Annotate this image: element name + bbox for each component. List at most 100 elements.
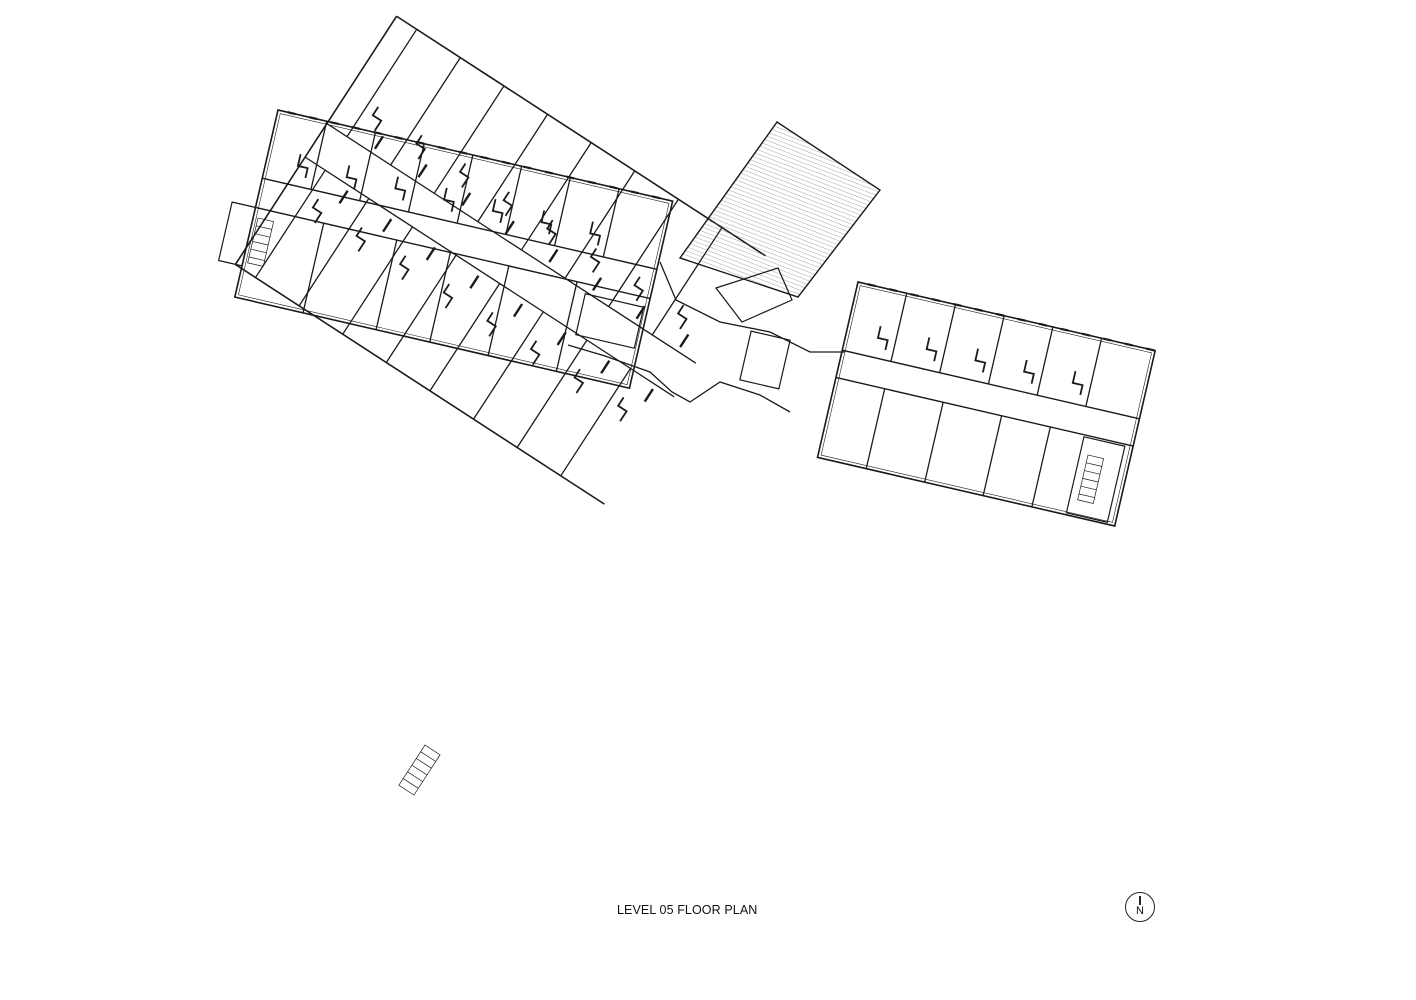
window-mullion — [1017, 317, 1026, 322]
unit-party-wall — [477, 113, 549, 222]
unit-wardrobe — [338, 190, 349, 204]
central-atrium-skylight — [678, 121, 882, 298]
window-mullion — [287, 111, 296, 116]
unit-wardrobe — [548, 248, 559, 263]
unit-bathroom — [589, 221, 602, 246]
unit-bathroom — [589, 247, 601, 273]
window-mullion — [1124, 342, 1134, 347]
drawing-caption: LEVEL 05 FLOOR PLAN — [617, 903, 758, 917]
unit-party-wall — [553, 177, 571, 246]
hub-elevator-core — [739, 330, 791, 390]
unit-party-wall — [939, 304, 957, 373]
window-mullion — [1060, 327, 1069, 332]
unit-bathroom — [442, 283, 454, 309]
unit-bathroom — [486, 311, 497, 337]
central-hub — [567, 121, 882, 413]
unit-party-wall — [310, 121, 328, 190]
unit-bathroom — [502, 191, 514, 217]
hub-corridor-outline — [659, 261, 845, 353]
unit-wardrobe — [512, 303, 524, 318]
unit-party-wall — [505, 166, 523, 235]
unit-bathroom — [529, 340, 541, 366]
unit-bathroom — [355, 226, 367, 252]
unit-party-wall — [890, 293, 908, 362]
window-mullion — [587, 180, 596, 185]
hub-corridor-outline-south — [567, 344, 791, 413]
unit-party-wall — [390, 57, 461, 166]
unit-party-wall — [342, 226, 413, 335]
unit-bathroom — [876, 326, 889, 351]
window-mullion — [931, 298, 941, 302]
unit-party-wall — [254, 169, 326, 278]
unit-bathroom — [676, 304, 688, 330]
unit-bathroom — [296, 154, 309, 179]
unit-bathroom — [616, 396, 628, 422]
window-mullion — [974, 307, 983, 312]
window-mullion — [308, 116, 318, 121]
window-mullion — [910, 293, 919, 298]
unit-wardrobe — [469, 275, 480, 289]
window-mullion — [437, 145, 446, 150]
unit-party-wall — [564, 170, 636, 279]
window-mullion — [373, 130, 382, 135]
window-mullion — [1103, 337, 1112, 342]
unit-party-wall — [359, 132, 377, 201]
unit-party-wall — [924, 402, 944, 483]
unit-wardrobe — [425, 246, 436, 261]
window-mullion — [480, 155, 489, 160]
unit-party-wall — [865, 388, 886, 469]
stair-south — [398, 744, 441, 796]
stair-northwest — [247, 217, 275, 267]
unit-wardrobe — [556, 331, 567, 346]
unit-bathroom — [974, 348, 987, 373]
unit-wardrobe — [591, 277, 603, 292]
unit-bathroom — [371, 106, 383, 132]
unit-wardrobe — [504, 220, 515, 235]
window-mullion — [566, 175, 575, 180]
unit-party-wall — [473, 311, 544, 420]
unit-bathroom — [1071, 371, 1084, 396]
unit-party-wall — [375, 239, 398, 330]
unit-party-wall — [1085, 338, 1103, 407]
unit-bathroom — [311, 198, 323, 224]
window-mullion — [953, 302, 962, 307]
unit-party-wall — [302, 223, 325, 313]
unit-party-wall — [1031, 426, 1051, 508]
unit-party-wall — [429, 283, 501, 392]
hub-service-room — [575, 293, 645, 349]
stair-northeast — [1077, 454, 1105, 504]
unit-party-wall — [346, 28, 418, 138]
unit-party-wall — [987, 315, 1005, 385]
unit-bathroom — [398, 255, 410, 281]
window-mullion — [996, 312, 1005, 317]
unit-wardrobe — [679, 333, 690, 348]
window-mullion — [630, 190, 639, 195]
unit-bathroom — [443, 187, 455, 212]
north-arrow-pointer — [1139, 896, 1141, 905]
unit-bathroom — [1023, 359, 1035, 384]
unit-wardrobe — [643, 388, 654, 403]
unit-bathroom — [925, 337, 938, 362]
south-wing — [234, 15, 767, 505]
north-arrow-icon: N — [1125, 892, 1155, 922]
stair-symbols — [247, 217, 1105, 796]
south-wing-units — [254, 28, 723, 477]
window-mullion — [544, 170, 554, 175]
central-stair — [715, 267, 793, 323]
unit-party-wall — [487, 265, 510, 356]
unit-bathroom — [546, 219, 557, 245]
south-wing-outline — [234, 15, 767, 505]
unit-bathroom — [394, 176, 407, 201]
unit-bathroom — [573, 368, 585, 394]
northeast-wing-outline — [816, 281, 1157, 527]
unit-party-wall — [520, 142, 592, 251]
unit-party-wall — [385, 254, 457, 363]
unit-bathroom — [345, 165, 358, 190]
unit-party-wall — [560, 368, 632, 477]
unit-bathroom — [633, 276, 645, 302]
north-arrow-label: N — [1136, 905, 1144, 917]
window-mullion — [1146, 347, 1155, 352]
unit-bathroom — [415, 134, 427, 160]
unit-party-wall — [429, 252, 452, 343]
